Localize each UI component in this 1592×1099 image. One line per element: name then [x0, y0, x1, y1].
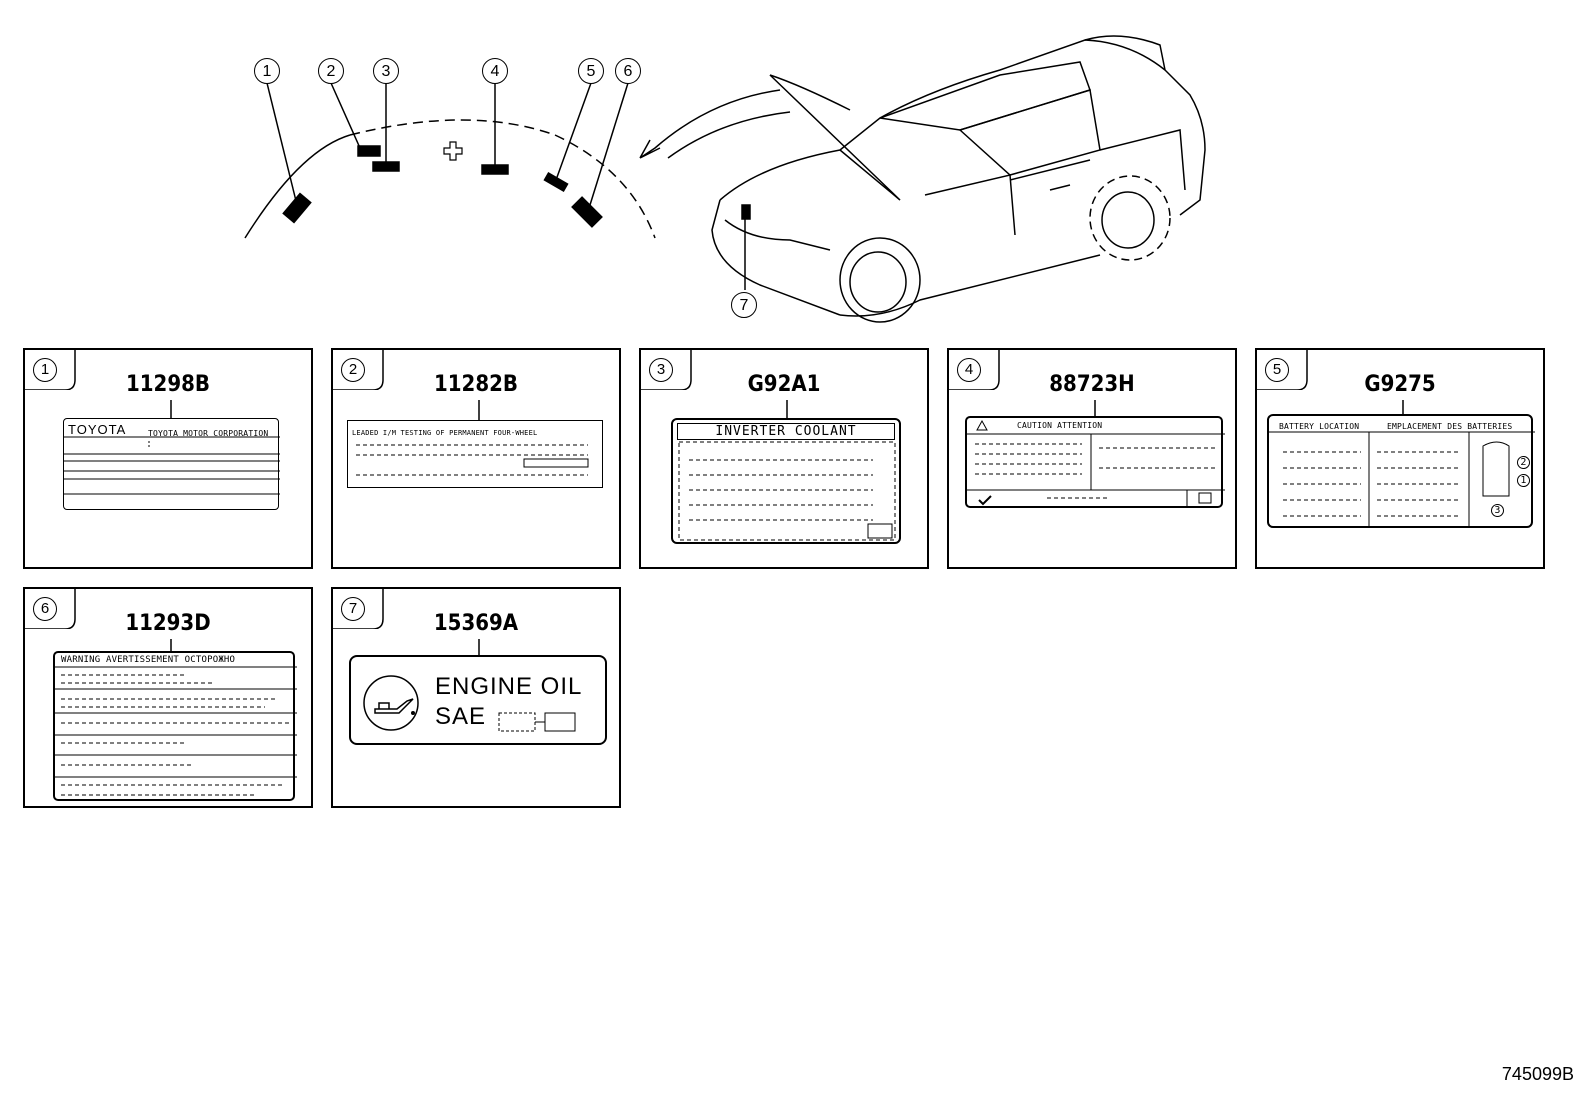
label-g9275: BATTERY LOCATION EMPLACEMENT DES BATTERI… — [1267, 414, 1535, 528]
label-position-5 — [543, 172, 569, 192]
label-position-2 — [357, 145, 381, 157]
panel-number: 5 — [1265, 358, 1289, 382]
callout-6: 6 — [615, 58, 641, 84]
panel-number: 3 — [649, 358, 673, 382]
part-code: 11282B — [434, 372, 518, 397]
sae-text: SAE — [435, 703, 487, 730]
label-line: TOYOTA MOTOR CORPORATION — [148, 429, 269, 438]
label-panel-4: 4 88723H CAUTION ATTENTION — [947, 348, 1237, 569]
label-11282b: LEADED I/M TESTING OF PERMANENT FOUR-WHE… — [347, 420, 603, 488]
callout-4: 4 — [482, 58, 508, 84]
mini-callout: 2 — [1517, 456, 1530, 469]
arrow-icon — [639, 89, 791, 159]
label-panel-7: 7 15369A ENGINE OIL SAE — [331, 587, 621, 808]
panel-number: 1 — [33, 358, 57, 382]
oil-can-icon — [363, 675, 419, 731]
part-code: 11298B — [126, 372, 210, 397]
mini-callout: 1 — [1517, 474, 1530, 487]
label-title-left: BATTERY LOCATION — [1279, 422, 1360, 431]
label-title: WARNING AVERTISSEMENT OCTOPOЖНО — [61, 655, 236, 665]
part-code: G92A1 — [747, 372, 821, 397]
label-panel-6: 6 11293D WARNING AVERTISSEMENT OCTOPOЖНО — [23, 587, 313, 808]
label-title-right: EMPLACEMENT DES BATTERIES — [1387, 422, 1513, 431]
label-position-1 — [282, 192, 312, 224]
label-11298b: TOYOTA TOYOTA MOTOR CORPORATION — [63, 418, 280, 510]
panel-number: 6 — [33, 597, 57, 621]
callout-2: 2 — [318, 58, 344, 84]
label-panel-1: 1 11298B TOYOTA TOYOTA MOTOR CORPORATION — [23, 348, 313, 569]
callout-7: 7 — [731, 292, 757, 318]
label-position-3 — [372, 161, 400, 172]
label-position-4 — [481, 164, 509, 175]
label-position-6 — [571, 196, 603, 228]
label-panel-3: 3 G92A1 INVERTER COOLANT — [639, 348, 929, 569]
part-code: 11293D — [125, 611, 211, 636]
part-code: G9275 — [1364, 372, 1436, 397]
panel-number: 4 — [957, 358, 981, 382]
engine-bay-outline — [244, 134, 351, 239]
viscosity-blank — [498, 712, 576, 732]
label-88723h: CAUTION ATTENTION — [965, 416, 1225, 508]
panel-number: 7 — [341, 597, 365, 621]
center-mark-icon — [443, 141, 463, 161]
vehicle-icon — [711, 35, 1206, 323]
callout-5: 5 — [578, 58, 604, 84]
label-title: INVERTER COOLANT — [677, 423, 895, 440]
label-line: LEADED I/M TESTING OF PERMANENT FOUR-WHE… — [352, 429, 538, 437]
callout-3: 3 — [373, 58, 399, 84]
engine-oil-text: ENGINE OIL — [435, 673, 583, 700]
brand-text: TOYOTA — [68, 422, 127, 437]
callout-1: 1 — [254, 58, 280, 84]
label-title: CAUTION ATTENTION — [1017, 421, 1103, 430]
part-code: 15369A — [433, 611, 519, 636]
mini-callout: 3 — [1491, 504, 1504, 517]
document-id: 745099B — [1501, 1064, 1574, 1084]
panel-number: 2 — [341, 358, 365, 382]
label-15369a: ENGINE OIL SAE — [349, 655, 607, 745]
label-panel-5: 5 G9275 BATTERY LOCATION EMPLACEMENT DES… — [1255, 348, 1545, 569]
label-g92a1: INVERTER COOLANT — [671, 418, 901, 544]
label-panel-2: 2 11282B LEADED I/M TESTING OF PERMANENT… — [331, 348, 621, 569]
label-11293d: WARNING AVERTISSEMENT OCTOPOЖНО — [53, 651, 297, 801]
part-code: 88723H — [1049, 372, 1135, 397]
